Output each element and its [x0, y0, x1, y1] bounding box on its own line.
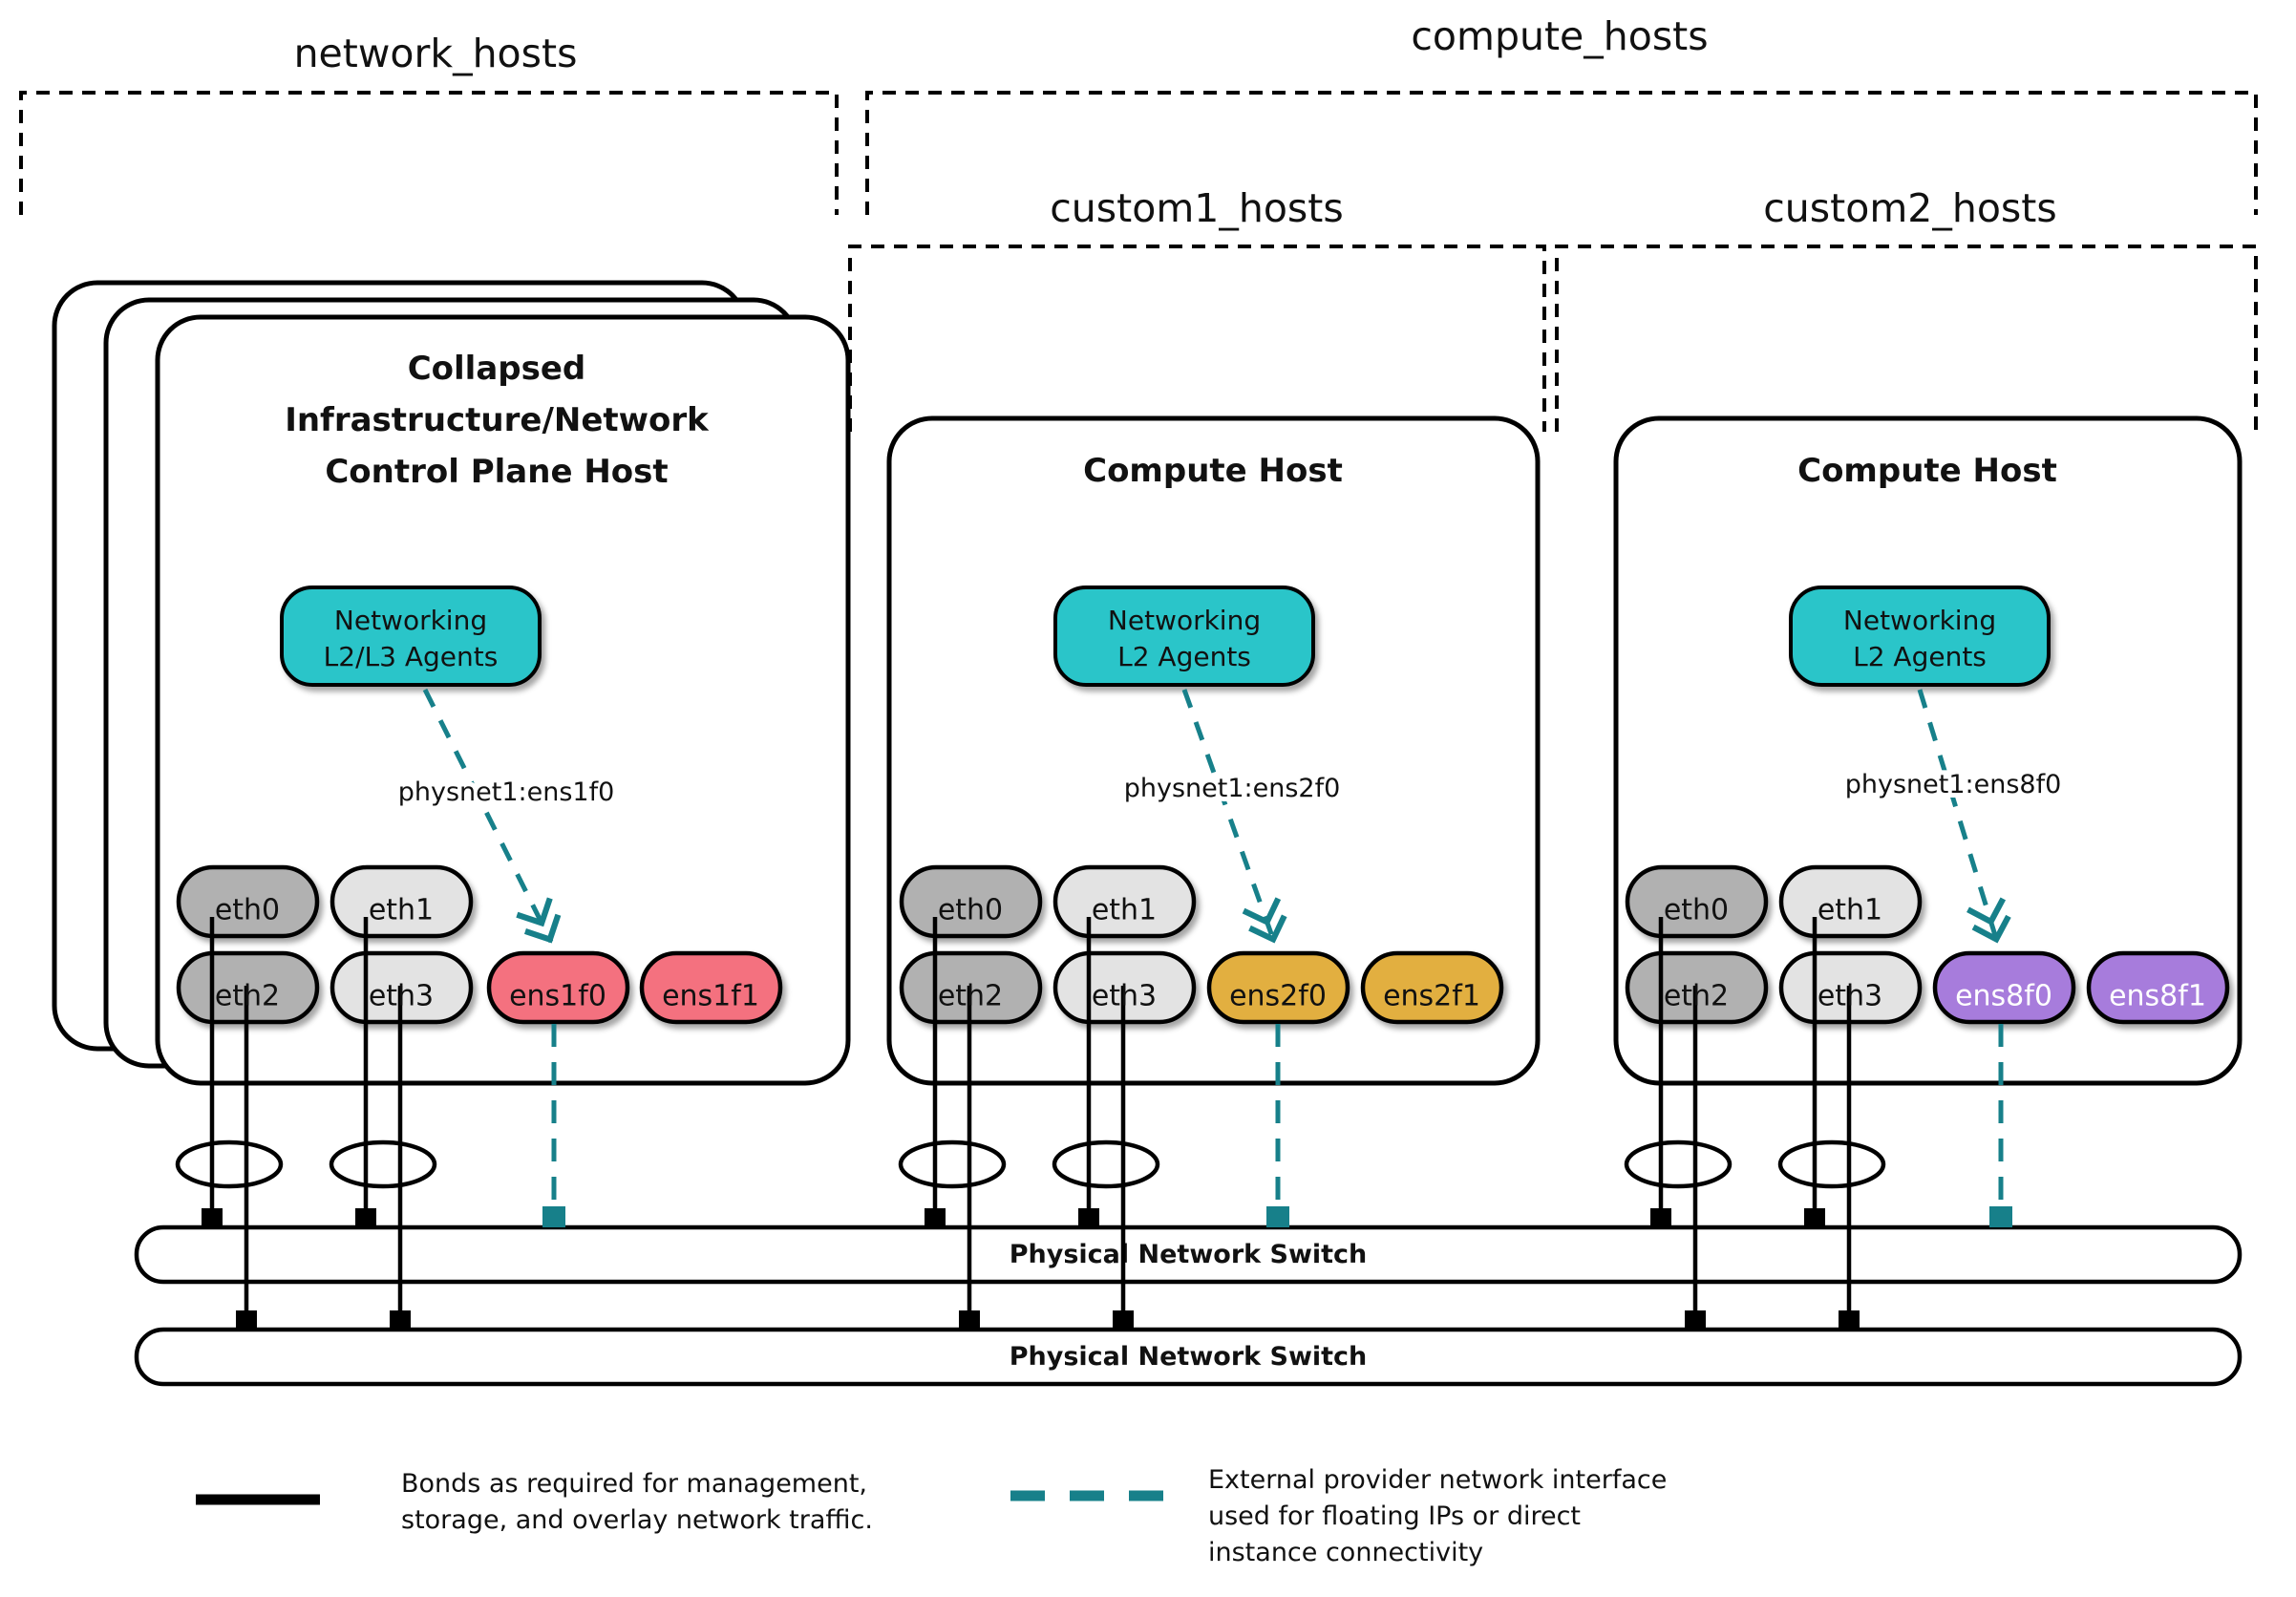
group-label-compute-hosts: compute_hosts [1411, 13, 1708, 59]
networking-agents-label-line2: L2/L3 Agents [324, 641, 499, 672]
compute-host-2-title: Compute Host [1797, 452, 2057, 490]
control-plane-host-stack: Collapsed Infrastructure/Network Control… [52, 280, 851, 1086]
control-plane-host-title-line2: Infrastructure/Network [285, 401, 710, 439]
physnet-mapping-label: physnet1:ens8f0 [1845, 770, 2062, 799]
networking-agents-label-line2: L2 Agents [1853, 641, 1987, 672]
switch1-port [355, 1208, 376, 1227]
networking-agents-box [1053, 586, 1315, 687]
networking-agents-box [1789, 586, 2051, 687]
nic-label-eth0: eth0 [1664, 894, 1729, 927]
compute-hosts-bracket [865, 91, 2258, 215]
nic-label-ens2f1: ens2f1 [1383, 980, 1480, 1013]
bond-ellipse [1624, 1139, 1733, 1189]
physical-switch-2 [134, 1327, 2243, 1387]
legend: Bonds as required for management, storag… [196, 1465, 1667, 1567]
nic-label-eth2: eth2 [1664, 980, 1729, 1013]
switch2-port [959, 1310, 980, 1330]
provider-arrow [1181, 689, 1287, 944]
control-plane-host-title-line3: Control Plane Host [325, 453, 668, 491]
nic-labels: eth0 eth1 eth2 eth3 ens1f0 ens1f1 eth0 e… [215, 894, 2206, 1013]
switch1-provider-port [1266, 1206, 1289, 1227]
physnet-mapping-label: physnet1:ens1f0 [398, 777, 615, 807]
nic-label-eth3: eth3 [1818, 980, 1882, 1013]
nic-label-eth2: eth2 [938, 980, 1003, 1013]
nic-label-eth0: eth0 [938, 894, 1003, 927]
physical-switch-1-label: Physical Network Switch [1010, 1240, 1368, 1269]
bond-ellipse [1777, 1139, 1886, 1189]
physnet-mapping-label: physnet1:ens2f0 [1124, 774, 1341, 803]
nic-ens8f0 [1932, 950, 2076, 1025]
networking-agents-box [280, 586, 542, 687]
switch2-port [1113, 1310, 1134, 1330]
networking-agents-label-line2: L2 Agents [1117, 641, 1251, 672]
compute-host-1-box [886, 415, 1541, 1086]
networking-agents-label-line1: Networking [1843, 605, 1996, 636]
group-label-custom2-hosts: custom2_hosts [1763, 185, 2056, 231]
bond-ellipse [175, 1139, 284, 1189]
nic-label-eth1: eth1 [369, 894, 434, 927]
bond-legend-text-line1: Bonds as required for management, [401, 1469, 867, 1499]
switch1-provider-port [1989, 1206, 2012, 1227]
networking-agents-label-line1: Networking [1108, 605, 1261, 636]
nic-label-ens1f1: ens1f1 [662, 980, 759, 1013]
compute-host-1: Compute Host Networking L2 Agents physne… [886, 415, 1541, 1086]
nic-label-ens8f0: ens8f0 [1955, 980, 2052, 1013]
nic-label-ens1f0: ens1f0 [509, 980, 606, 1013]
nic-label-eth3: eth3 [369, 980, 434, 1013]
switch2-port [390, 1310, 411, 1330]
switch1-port [925, 1208, 946, 1227]
switch2-port [1839, 1310, 1860, 1330]
bond-links [209, 917, 1852, 1330]
physical-switch-2-label: Physical Network Switch [1010, 1342, 1368, 1372]
switch1-port [1804, 1208, 1825, 1227]
nic-ens8f1 [2086, 950, 2230, 1025]
provider-legend-text-line1: External provider network interface [1208, 1465, 1667, 1495]
switch1-port [202, 1208, 223, 1227]
compute-host-2-box [1613, 415, 2243, 1086]
group-label-custom1-hosts: custom1_hosts [1050, 185, 1343, 231]
custom1-hosts-bracket [848, 245, 1546, 432]
nic-label-ens8f1: ens8f1 [2109, 980, 2206, 1013]
nic-label-eth1: eth1 [1818, 894, 1882, 927]
networking-agents-label-line1: Networking [334, 605, 487, 636]
group-label-network-hosts: network_hosts [294, 31, 578, 76]
compute-host-2: Compute Host Networking L2 Agents physne… [1613, 415, 2243, 1086]
physical-switch-1 [134, 1224, 2243, 1285]
nic-label-eth0: eth0 [215, 894, 280, 927]
provider-arrow [422, 688, 562, 944]
nic-ens2f1 [1360, 950, 1504, 1025]
custom2-hosts-bracket [1555, 245, 2258, 432]
switch2-port [1685, 1310, 1706, 1330]
nic-ens1f0 [486, 950, 630, 1025]
provider-arrow [1917, 689, 2011, 944]
nic-ens1f1 [639, 950, 783, 1025]
provider-drops [551, 1024, 2004, 1205]
control-plane-host-box [155, 314, 851, 1086]
bond-ellipse [898, 1139, 1007, 1189]
bond-legend-text-line2: storage, and overlay network traffic. [401, 1505, 873, 1535]
bond-ellipse [1052, 1139, 1160, 1189]
switch1-port [1650, 1208, 1671, 1227]
nic-label-ens2f0: ens2f0 [1229, 980, 1327, 1013]
switch1-port [1078, 1208, 1099, 1227]
nic-label-eth2: eth2 [215, 980, 280, 1013]
switch2-port [236, 1310, 257, 1330]
bond-ellipse [329, 1139, 437, 1189]
compute-host-1-title: Compute Host [1083, 452, 1343, 490]
control-plane-host-title-line1: Collapsed [408, 350, 586, 388]
bond-ellipses [175, 1139, 1886, 1189]
switch-ports [202, 1206, 2012, 1330]
provider-legend-text-line2: used for floating IPs or direct [1208, 1501, 1581, 1531]
provider-legend-text-line3: instance connectivity [1208, 1538, 1483, 1567]
network-hosts-bracket [19, 91, 839, 215]
nic-label-eth1: eth1 [1092, 894, 1157, 927]
switch1-provider-port [542, 1206, 565, 1227]
nic-ens2f0 [1206, 950, 1350, 1025]
nic-label-eth3: eth3 [1092, 980, 1157, 1013]
